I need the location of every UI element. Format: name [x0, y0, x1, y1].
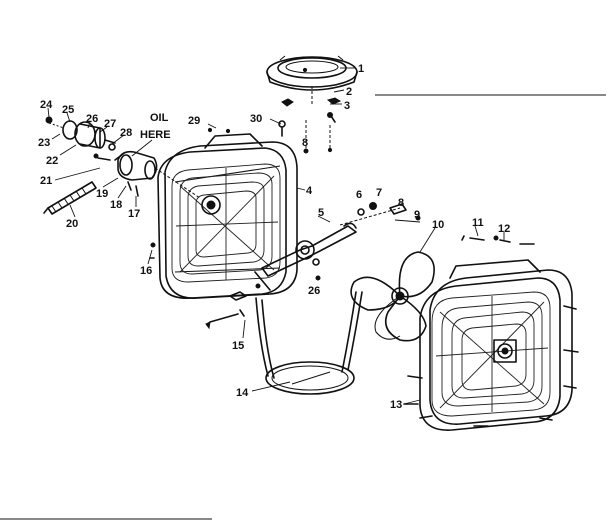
label-part-13: 13 — [390, 399, 402, 411]
label-part-30: 30 — [250, 113, 262, 125]
label-part-28: 28 — [120, 127, 132, 139]
label-part-16: 16 — [140, 265, 152, 277]
part-motor — [117, 150, 201, 199]
leader-lines — [47, 67, 505, 405]
label-part-21: 21 — [40, 175, 52, 187]
part-base-stand — [255, 291, 363, 395]
label-part-19: 19 — [96, 188, 108, 200]
label-part-15: 15 — [232, 340, 244, 352]
part-fan-blade — [350, 251, 435, 342]
part-base-bolt — [205, 283, 261, 330]
part-oscillation-knob — [45, 116, 124, 161]
label-part-9: 9 — [414, 209, 420, 221]
label-part-23: 23 — [38, 137, 50, 149]
label-part-10: 10 — [432, 219, 444, 231]
part-mid-hardware — [339, 202, 421, 226]
label-part-24: 24 — [40, 99, 53, 111]
label-part-14: 14 — [236, 387, 249, 399]
label-part-1: 1 — [358, 63, 364, 75]
label-part-7: 7 — [376, 187, 382, 199]
label-part-25: 25 — [62, 104, 74, 116]
part-control-rod — [43, 181, 97, 215]
label-part-29: 29 — [188, 115, 200, 127]
label-part-8-upper: 8 — [302, 137, 308, 149]
label-part-8-right: 8 — [398, 197, 404, 209]
part-ring-hardware — [207, 97, 342, 154]
callout-oil: OIL — [150, 112, 169, 124]
callout-here: HERE — [140, 129, 171, 141]
label-part-20: 20 — [66, 218, 78, 230]
label-part-5: 5 — [318, 207, 324, 219]
label-part-12: 12 — [498, 223, 510, 235]
part-screws-right — [461, 235, 535, 245]
label-part-22: 22 — [46, 155, 58, 167]
label-part-27: 27 — [104, 118, 116, 130]
label-part-11: 11 — [472, 217, 484, 229]
label-part-18: 18 — [110, 199, 122, 211]
part-rear-grille-left — [157, 133, 298, 299]
part-left-screws — [149, 242, 321, 281]
part-front-grille-right — [403, 259, 579, 431]
label-part-2: 2 — [346, 86, 352, 98]
label-part-3: 3 — [344, 100, 350, 112]
part-top-ring — [266, 55, 358, 104]
label-part-6: 6 — [356, 189, 362, 201]
label-part-17: 17 — [128, 208, 140, 220]
label-part-26-lower: 26 — [308, 285, 320, 297]
part-yoke-bracket — [254, 222, 357, 291]
label-part-4: 4 — [306, 185, 313, 197]
label-part-26-upper: 26 — [86, 113, 98, 125]
